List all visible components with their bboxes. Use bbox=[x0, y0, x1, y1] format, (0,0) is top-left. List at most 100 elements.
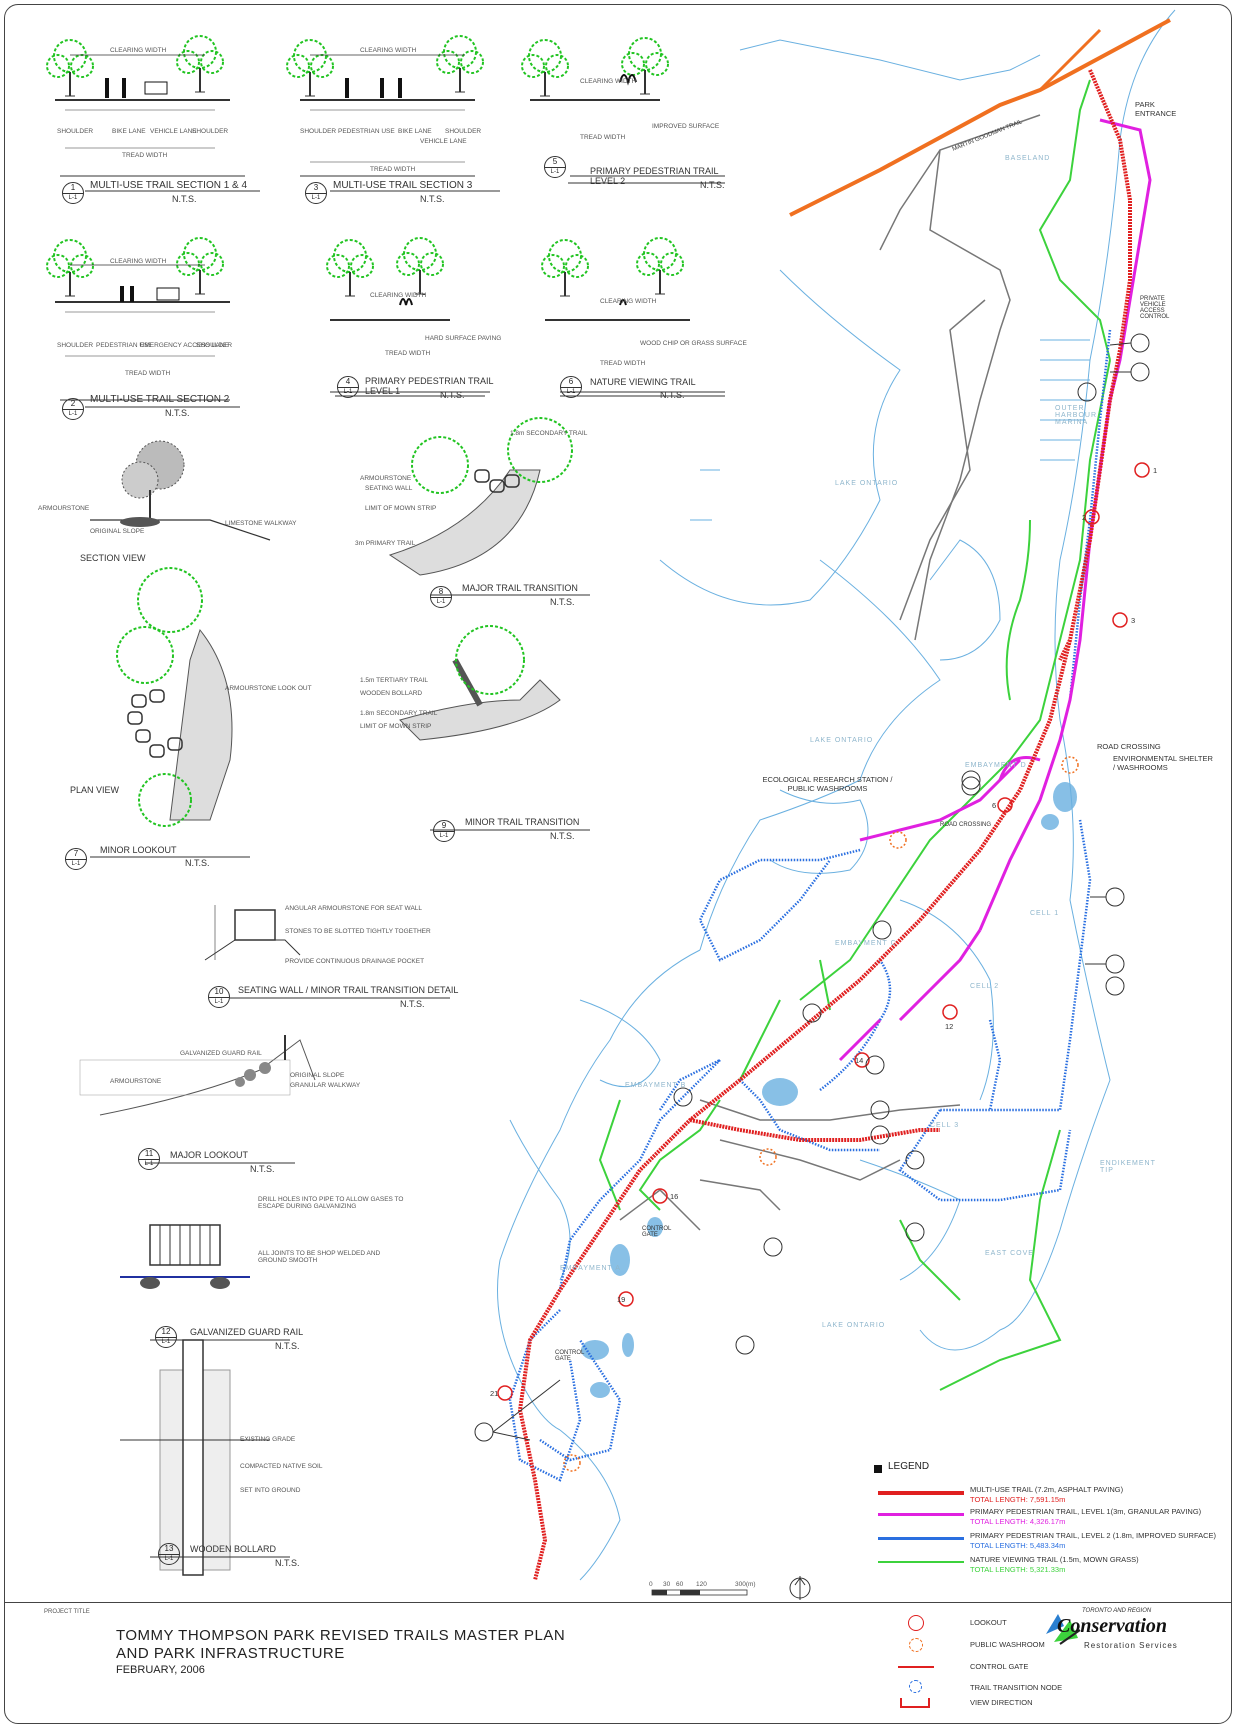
section-3-clearing: CLEARING WIDTH bbox=[360, 47, 417, 54]
lookout-symbol-icon bbox=[908, 1615, 924, 1631]
section-6-nts: N.T.S. bbox=[660, 390, 685, 400]
major-lookout-note: ORIGINAL SLOPE bbox=[290, 1072, 345, 1079]
section-view-label: SECTION VIEW bbox=[80, 553, 146, 563]
section-2-label: PEDESTRIAN USE bbox=[96, 342, 153, 349]
logo-main-text: Conservation bbox=[1057, 1615, 1168, 1637]
scale-tick: 30 bbox=[663, 1581, 671, 1588]
east-cove-label: EAST COVE bbox=[985, 1250, 1034, 1257]
guard-rail-note: DRILL HOLES INTO PIPE TO ALLOW GASES TO … bbox=[258, 1196, 404, 1210]
seating-wall-note: ANGULAR ARMOURSTONE FOR SEAT WALL bbox=[285, 905, 423, 912]
title-block: PROJECT TITLE TOMMY THOMPSON PARK REVISE… bbox=[4, 1602, 1232, 1725]
project-title-line1: TOMMY THOMPSON PARK REVISED TRAILS MASTE… bbox=[116, 1627, 566, 1644]
seating-wall-note: STONES TO BE SLOTTED TIGHTLY TOGETHER bbox=[285, 928, 431, 935]
legend-total: TOTAL LENGTH: 7,591.15m bbox=[970, 1495, 1066, 1504]
section-3-drawing bbox=[286, 35, 484, 177]
seating-wall-drawing bbox=[204, 905, 301, 961]
section-2-label: SHOULDER bbox=[196, 342, 233, 349]
lookout-number: 12 bbox=[945, 1022, 954, 1031]
legend-total: TOTAL LENGTH: 4,326.17m bbox=[970, 1517, 1066, 1526]
legend-symbol-label: CONTROL GATE bbox=[970, 1662, 1029, 1671]
section-5-nts: N.T.S. bbox=[700, 180, 725, 190]
scale-tick: 120 bbox=[696, 1581, 707, 1588]
section-3-label: BIKE LANE bbox=[398, 128, 432, 135]
minor-transition-note: WOODEN BOLLARD bbox=[360, 690, 423, 697]
guard-rail-drawing bbox=[120, 1224, 250, 1289]
bollard-drawing bbox=[120, 1339, 270, 1576]
seating-wall-title: SEATING WALL / MINOR TRAIL TRANSITION DE… bbox=[238, 985, 459, 995]
lookout-number: 1 bbox=[1153, 466, 1158, 475]
legend-label: MULTI-USE TRAIL (7.2m, ASPHALT PAVING) bbox=[970, 1485, 1124, 1494]
bollard-note: COMPACTED NATIVE SOIL bbox=[240, 1463, 323, 1470]
minor-transition-note: 1.8m SECONDARY TRAIL bbox=[360, 710, 438, 717]
minor-transition-drawing bbox=[399, 625, 561, 741]
section-1-label: BIKE LANE bbox=[112, 128, 146, 135]
section-4-drawing bbox=[326, 237, 485, 397]
park-entrance-label: PARK ENTRANCE bbox=[1135, 100, 1177, 118]
legend-marker bbox=[874, 1465, 882, 1473]
minor-lookout-note: LIMESTONE WALKWAY bbox=[225, 520, 297, 527]
embayment-b-label: EMBAYMENT B bbox=[625, 1082, 687, 1089]
bollard-note: EXISTING GRADE bbox=[240, 1436, 296, 1443]
lookout-number: 19 bbox=[617, 1295, 626, 1304]
washroom-symbol-icon bbox=[909, 1638, 923, 1652]
legend-symbol-label: VIEW DIRECTION bbox=[970, 1698, 1033, 1707]
research-station-label: ECOLOGICAL RESEARCH STATION / PUBLIC WAS… bbox=[762, 775, 893, 793]
guard-rail-nts: N.T.S. bbox=[275, 1341, 300, 1351]
section-6-drawing bbox=[541, 237, 725, 397]
bollard-title: WOODEN BOLLARD bbox=[190, 1544, 277, 1554]
embayment-a-label: EMBAYMENT A bbox=[560, 1265, 621, 1272]
project-title-label: PROJECT TITLE bbox=[44, 1609, 90, 1615]
control-gate-symbol-icon bbox=[898, 1666, 934, 1668]
legend-swatch bbox=[878, 1513, 964, 1516]
plan-view-label: PLAN VIEW bbox=[70, 785, 120, 795]
legend-label: NATURE VIEWING TRAIL (1.5m, MOWN GRASS) bbox=[970, 1555, 1139, 1564]
minor-lookout-note: ARMOURSTONE LOOK OUT bbox=[225, 685, 312, 692]
project-title-line2: AND PARK INFRASTRUCTURE bbox=[116, 1645, 345, 1662]
legend-title: LEGEND bbox=[888, 1461, 930, 1472]
section-2-title: MULTI-USE TRAIL SECTION 2 bbox=[90, 394, 230, 405]
view-direction-symbol-icon bbox=[900, 1698, 930, 1708]
legend-symbol-label: PUBLIC WASHROOM bbox=[970, 1640, 1045, 1649]
section-5-clearing: CLEARING WIDTH bbox=[580, 78, 637, 85]
control-gate-label: CONTROL GATE bbox=[642, 1226, 672, 1238]
major-lookout-note: GALVANIZED GUARD RAIL bbox=[180, 1050, 262, 1057]
section-6-title: NATURE VIEWING TRAIL bbox=[590, 377, 696, 387]
major-transition-nts: N.T.S. bbox=[550, 597, 575, 607]
legend-swatch bbox=[878, 1537, 964, 1540]
minor-transition-note: 1.5m TERTIARY TRAIL bbox=[360, 677, 429, 684]
legend-label: PRIMARY PEDESTRIAN TRAIL, LEVEL 2 (1.8m,… bbox=[970, 1531, 1217, 1540]
section-3-tread: TREAD WIDTH bbox=[370, 166, 416, 173]
section-3-nts: N.T.S. bbox=[420, 194, 445, 204]
bollard-nts: N.T.S. bbox=[275, 1558, 300, 1568]
section-1-drawing bbox=[46, 35, 245, 177]
section-4-clearing: CLEARING WIDTH bbox=[370, 292, 427, 299]
embayment-d-label: EMBAYMENT D bbox=[965, 762, 1027, 769]
minor-transition-note: LIMIT OF MOWN STRIP bbox=[360, 723, 432, 730]
major-transition-drawing bbox=[388, 417, 573, 576]
bollard-note: SET INTO GROUND bbox=[240, 1487, 301, 1494]
baselands-label: BASELAND bbox=[1005, 155, 1051, 162]
seating-wall-nts: N.T.S. bbox=[400, 999, 425, 1009]
section-4-label: HARD SURFACE PAVING bbox=[425, 335, 502, 342]
minor-transition-nts: N.T.S. bbox=[550, 831, 575, 841]
section-1-clearing: CLEARING WIDTH bbox=[110, 47, 167, 54]
section-1-label: SHOULDER bbox=[192, 128, 229, 135]
env-shelter-label: ENVIRONMENTAL SHELTER / WASHROOMS bbox=[1113, 754, 1213, 772]
conservation-logo-icon bbox=[1040, 1608, 1086, 1648]
legend-symbol-label: LOOKOUT bbox=[970, 1618, 1007, 1627]
minor-transition-title: MINOR TRAIL TRANSITION bbox=[465, 817, 580, 827]
section-2-label: EMERGENCY ACCESS LANE bbox=[140, 342, 229, 349]
lake-ontario-label: LAKE ONTARIO bbox=[835, 480, 899, 487]
major-lookout-nts: N.T.S. bbox=[250, 1164, 275, 1174]
section-1-label: VEHICLE LANE bbox=[150, 128, 197, 135]
